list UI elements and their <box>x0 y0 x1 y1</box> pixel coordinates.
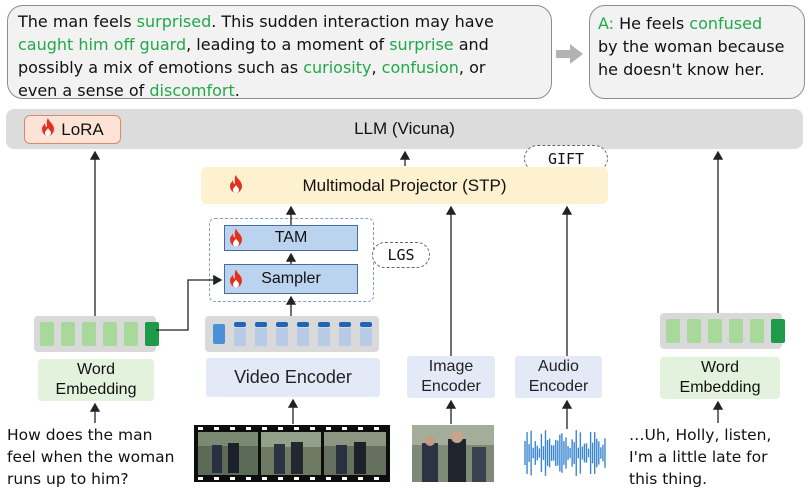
video-token <box>339 322 351 346</box>
token <box>729 319 743 343</box>
flame-icon <box>229 228 243 252</box>
video-token <box>360 322 372 346</box>
video-encoder: Video Encoder <box>206 358 380 397</box>
flame-icon <box>229 174 243 199</box>
word-embedding-tokens-right <box>660 313 785 349</box>
bubble-line: caught him off guard, leading to a momen… <box>18 33 541 56</box>
bubble-text: The man feels <box>18 12 137 31</box>
image-encoder: Image Encoder <box>407 356 495 398</box>
word-embedding-right: Word Embedding <box>660 357 780 399</box>
word-embedding-left: Word Embedding <box>38 359 154 401</box>
model-answer-bubble: The man feels surprised. This sudden int… <box>7 5 552 102</box>
transcript-text: …Uh, Holly, listen, I'm a little late fo… <box>629 426 772 488</box>
video-token <box>318 322 330 346</box>
bubble-text: , <box>371 58 382 77</box>
bubble-text: by the woman because <box>598 37 785 56</box>
bubble-line: possibly a mix of emotions such as curio… <box>18 56 541 79</box>
llm-bar: LLM (Vicuna) <box>6 109 803 149</box>
bubble-text: , leading to a moment of <box>186 35 390 54</box>
video-token <box>276 322 288 346</box>
multimodal-projector: Multimodal Projector (STP) <box>201 167 608 204</box>
token <box>687 319 701 343</box>
bubble-line: The man feels surprised. This sudden int… <box>18 10 541 33</box>
bubble-line: by the woman because <box>598 35 796 58</box>
video-token <box>213 324 225 344</box>
bubble-line: A: He feels confused <box>598 12 796 35</box>
bubble-line: even a sense of discomfort. <box>18 79 541 102</box>
bubble-text: he doesn't know her. <box>598 60 765 79</box>
emotion-keyword: surprised <box>136 12 212 31</box>
bubble-text: He feels <box>614 14 690 33</box>
bubble-line: he doesn't know her. <box>598 58 796 81</box>
lora-box: LoRA <box>24 115 121 144</box>
bubble-text: , or <box>458 58 486 77</box>
word-embedding-tokens-left <box>34 316 159 352</box>
token <box>103 322 117 346</box>
video-token <box>255 322 267 346</box>
token <box>750 319 764 343</box>
bubble-text: . <box>234 81 240 100</box>
lgs-label: LGS <box>372 242 430 268</box>
token <box>40 322 54 346</box>
emotion-keyword: confusion <box>381 58 459 77</box>
token <box>771 319 785 343</box>
token <box>708 319 722 343</box>
flame-icon <box>41 118 55 141</box>
flame-icon <box>229 269 243 293</box>
lora-label: LoRA <box>61 119 104 139</box>
audio-waveform <box>524 430 606 476</box>
token <box>666 319 680 343</box>
emotion-keyword: surprise <box>389 35 454 54</box>
sampler-box: Sampler <box>224 264 358 294</box>
bubble-text: possibly a mix of emotions such as <box>18 58 304 77</box>
video-tokens <box>205 316 379 352</box>
token <box>82 322 96 346</box>
bubble-text: . This sudden interaction may have <box>211 12 494 31</box>
video-token <box>234 322 246 346</box>
video-frames-image <box>194 425 390 482</box>
tam-box: TAM <box>224 225 358 251</box>
token <box>124 322 138 346</box>
emotion-keyword: discomfort <box>149 81 235 100</box>
input-image <box>412 425 494 482</box>
llm-title: LLM (Vicuna) <box>354 119 455 138</box>
emotion-keyword: caught him off guard <box>18 35 187 54</box>
video-frames <box>194 425 390 482</box>
arrow-right-icon <box>556 44 583 64</box>
video-token <box>297 322 309 346</box>
bubble-text: even a sense of <box>18 81 150 100</box>
question-text: How does the man feel when the woman run… <box>7 426 175 488</box>
bubble-text: and <box>453 35 489 54</box>
projector-label: Multimodal Projector (STP) <box>302 175 507 195</box>
emotion-keyword: A: <box>598 14 615 33</box>
token <box>145 322 159 346</box>
audio-encoder: Audio Encoder <box>515 356 602 398</box>
token <box>61 322 75 346</box>
emotion-keyword: confused <box>689 14 763 33</box>
emotion-keyword: curiosity <box>303 58 372 77</box>
ground-truth-bubble: A: He feels confused by the woman because… <box>589 5 805 99</box>
